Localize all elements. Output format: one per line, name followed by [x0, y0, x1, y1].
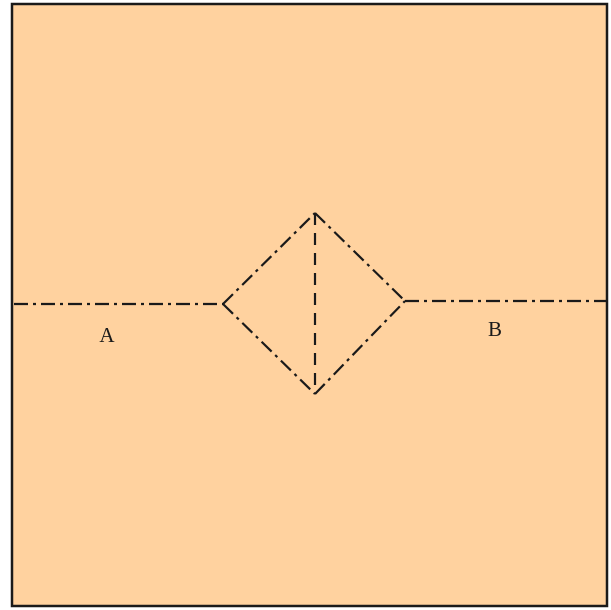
paper-sheet	[10, 2, 609, 608]
diamond-lower-left-edge	[222, 303, 316, 395]
diamond-upper-left-edge	[222, 212, 316, 305]
label-b: B	[488, 317, 502, 341]
diamond-upper-right-edge	[314, 212, 406, 302]
label-a: A	[99, 323, 115, 347]
diamond-lower-right-edge	[314, 300, 406, 395]
